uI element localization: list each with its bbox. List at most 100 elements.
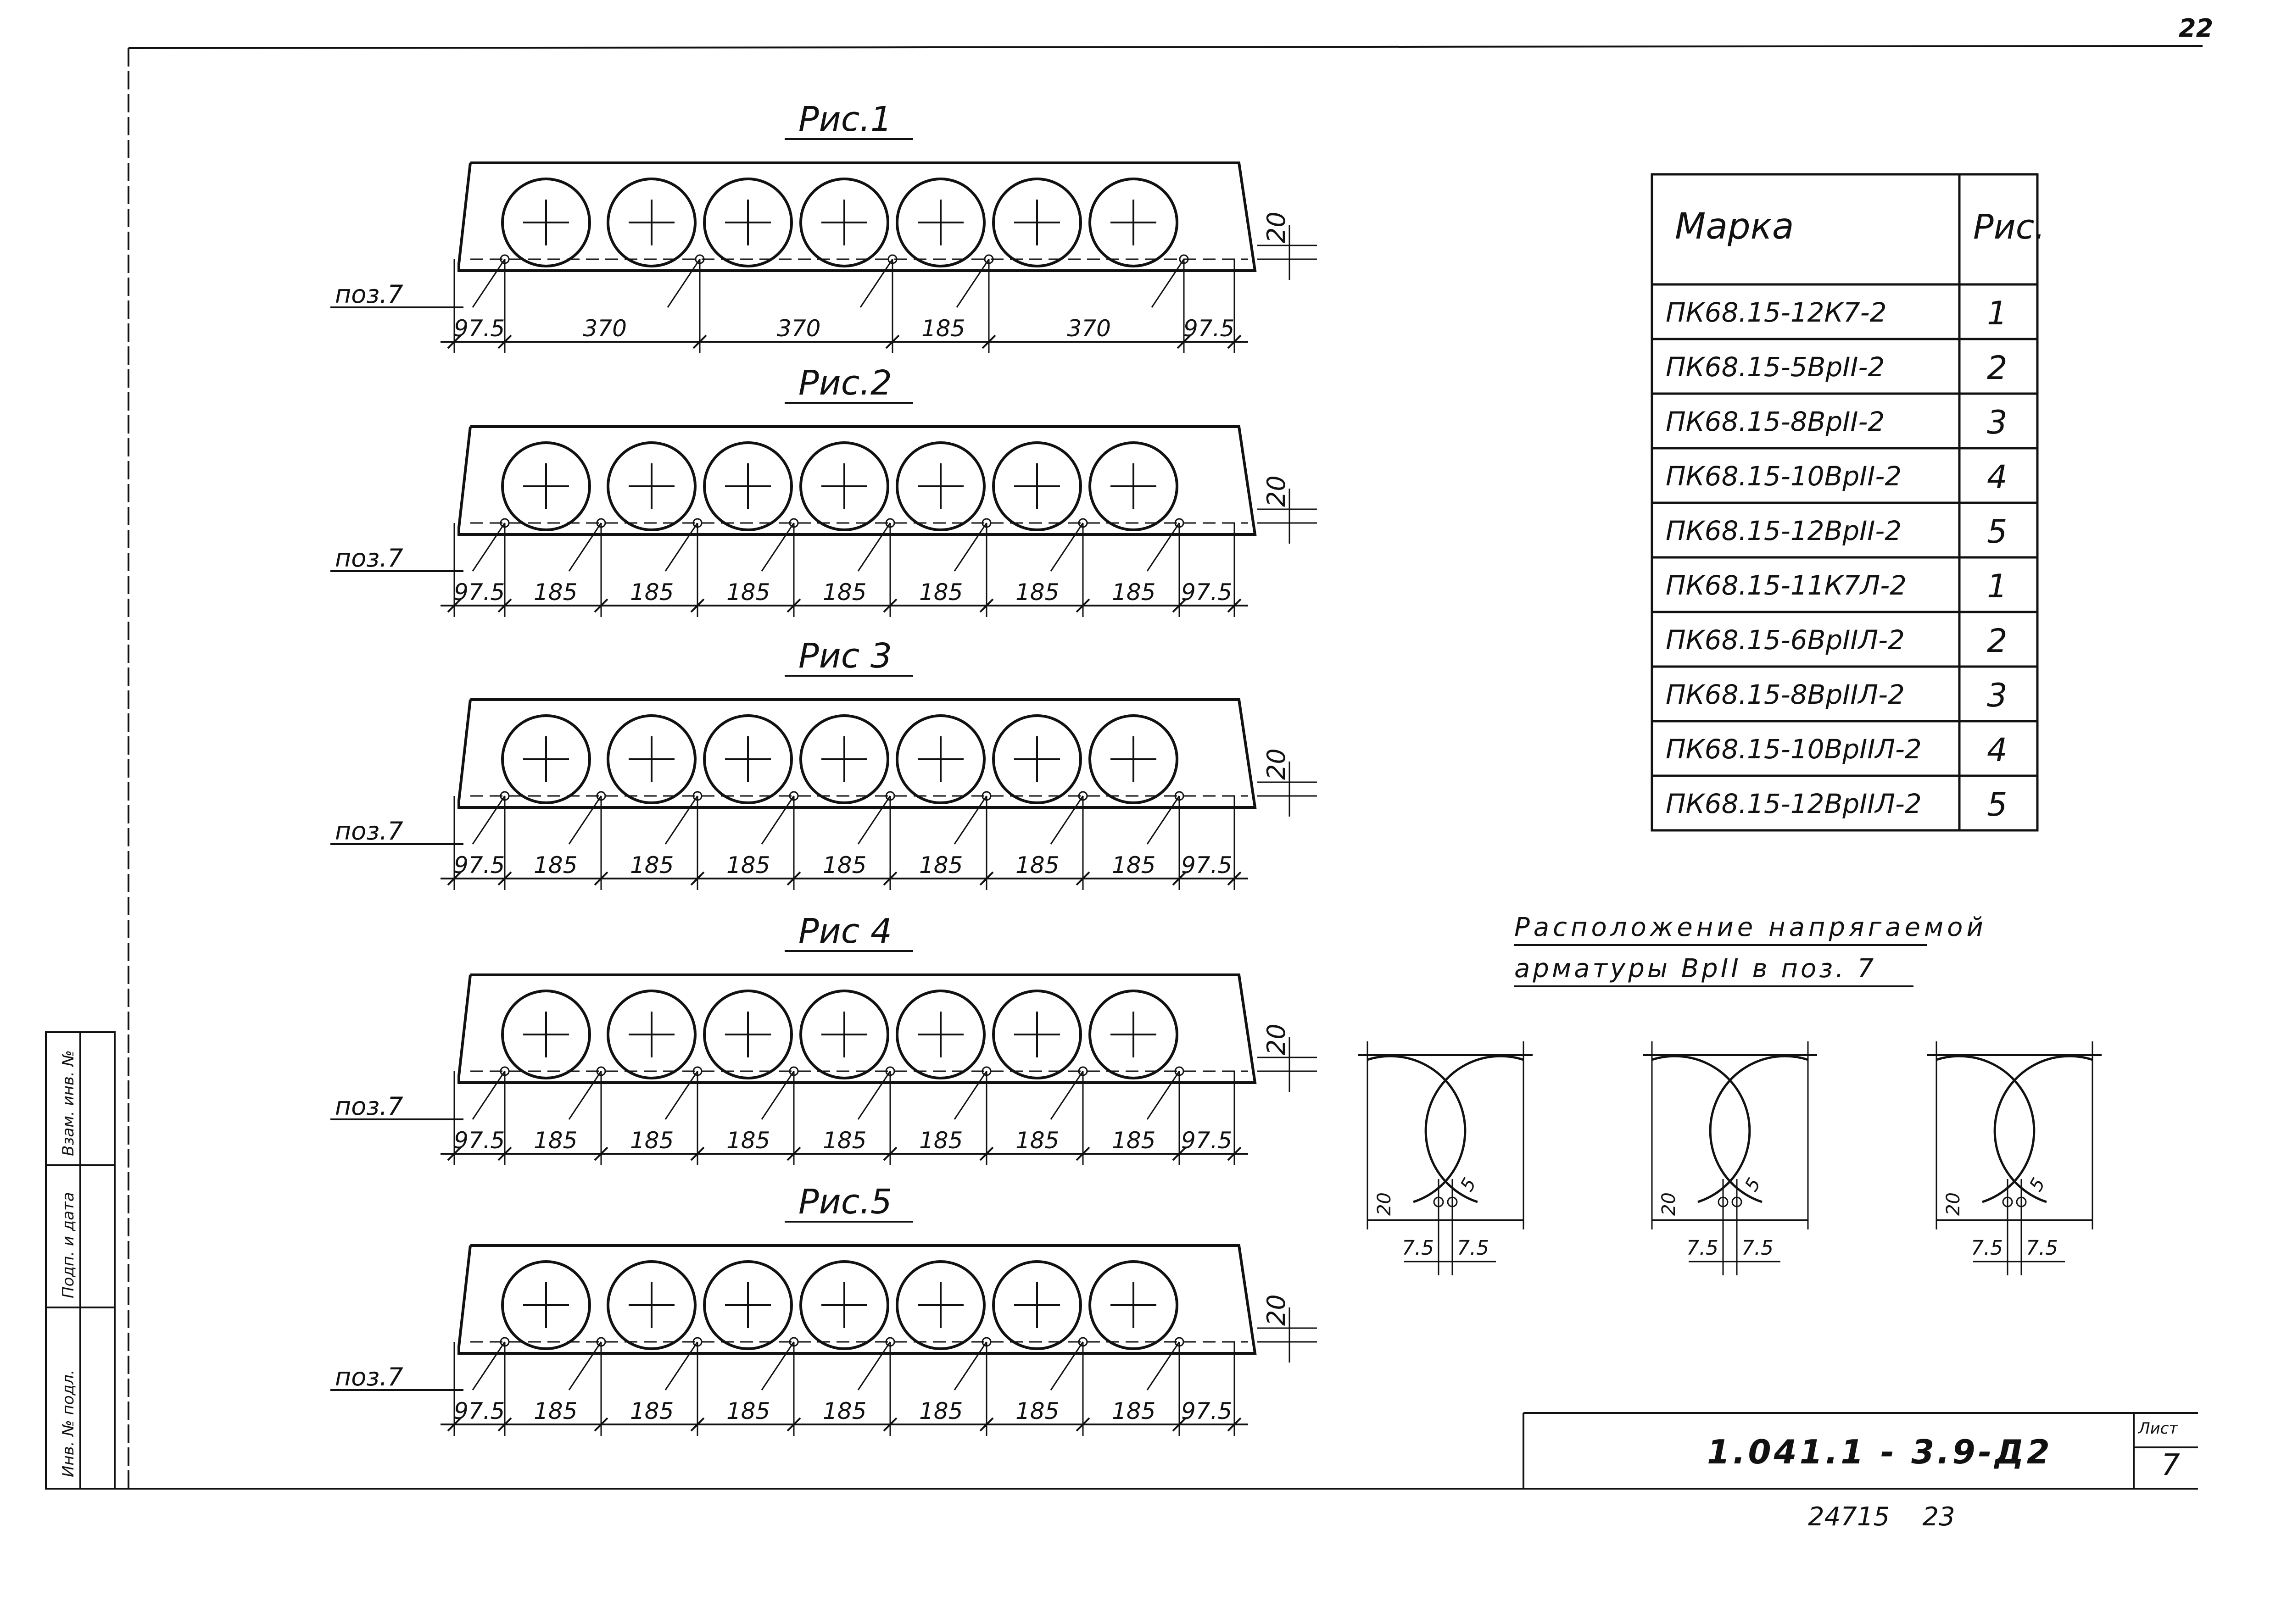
dim-tick-mark xyxy=(1172,1146,1187,1161)
void-circle xyxy=(992,1260,1082,1350)
strand-mark xyxy=(1174,518,1184,528)
dim-value: 185 xyxy=(534,1398,577,1424)
dim-value: 185 xyxy=(630,1398,674,1424)
dim-tick-mark xyxy=(497,1146,512,1161)
void-arc-left xyxy=(1936,1055,2036,1203)
strand-mark xyxy=(1174,1066,1184,1076)
stamp-label-1: Инв. № подл. xyxy=(59,1369,78,1477)
strand-leader xyxy=(956,259,990,308)
dim-value: 97.5 xyxy=(454,1127,505,1154)
dim-tick-mark xyxy=(979,871,994,886)
dim-tick-mark xyxy=(982,334,996,349)
strand-leader xyxy=(1050,795,1084,845)
dim-value: 185 xyxy=(823,1127,866,1154)
strand-leader xyxy=(664,1071,698,1120)
dim-tick-mark xyxy=(690,598,705,613)
void-circle xyxy=(501,714,591,804)
dim-tick-mark xyxy=(1172,598,1187,613)
dim-tick-mark xyxy=(787,1146,801,1161)
dim-tick-mark xyxy=(447,1146,462,1161)
dim-value: 185 xyxy=(919,1127,963,1154)
void-circle xyxy=(799,990,889,1079)
strand-mark xyxy=(789,1337,799,1347)
strand-mark xyxy=(500,254,510,264)
void-arc-right xyxy=(1424,1055,1524,1203)
dim-value: 370 xyxy=(1067,315,1111,342)
table-cell-mark: ПК68.15-12ВрIIЛ-2 xyxy=(1666,788,1922,819)
dim-tick-mark xyxy=(883,598,898,613)
dim-value: 97.5 xyxy=(1183,315,1234,342)
dim-value: 185 xyxy=(726,579,770,606)
strand-mark xyxy=(596,791,606,801)
figure-title: Рис.2 xyxy=(798,363,892,403)
table-header-fig: Рис. xyxy=(1973,207,2045,247)
strand-mark xyxy=(789,1066,799,1076)
strand-leader xyxy=(568,1071,602,1120)
dim-value: 185 xyxy=(919,852,963,879)
dim-tick-mark xyxy=(1076,1417,1090,1432)
dim-value: 97.5 xyxy=(1181,852,1232,879)
strand-leader xyxy=(568,795,602,845)
strand-mark xyxy=(500,518,510,528)
dim-tick-mark xyxy=(1172,871,1187,886)
table-cell-mark: ПК68.15-5ВрII-2 xyxy=(1666,351,1885,383)
details-title-2: арматуры ВрII в поз. 7 xyxy=(1514,954,1876,984)
strand-mark xyxy=(1179,254,1189,264)
dim-value: 185 xyxy=(919,579,963,606)
position-label: поз.7 xyxy=(335,817,403,845)
dim-value: 185 xyxy=(1015,579,1059,606)
strand-leader xyxy=(857,795,891,845)
strand-mark xyxy=(1174,1337,1184,1347)
sheet-label: Лист xyxy=(2137,1419,2178,1438)
void-circle xyxy=(799,1260,889,1350)
dim-value: 185 xyxy=(726,1398,770,1424)
void-circle xyxy=(501,441,591,531)
strand-leader xyxy=(664,795,698,845)
void-circle xyxy=(607,441,697,531)
detail-dim-left: 7.5 xyxy=(1402,1236,1434,1260)
void-circle xyxy=(607,178,697,267)
strand-mark xyxy=(1078,1066,1088,1076)
void-circle xyxy=(992,441,1082,531)
position-label: поз.7 xyxy=(335,544,403,573)
table-cell-mark: ПК68.15-6ВрIIЛ-2 xyxy=(1666,624,1905,656)
void-circle xyxy=(992,990,1082,1079)
strand-leader xyxy=(1146,1341,1180,1390)
strand-mark xyxy=(984,254,994,264)
dim-tick-mark xyxy=(979,1146,994,1161)
void-circle xyxy=(896,178,986,267)
dim-value: 185 xyxy=(823,852,866,879)
void-arc-right xyxy=(1993,1055,2093,1203)
void-circle xyxy=(896,990,986,1079)
table-cell-fig: 1 xyxy=(1987,295,2008,332)
strand-mark xyxy=(885,791,895,801)
figure-title: Рис 4 xyxy=(798,912,892,951)
stamp-label-3: Взам. инв. № xyxy=(59,1050,78,1156)
void-circle xyxy=(799,714,889,804)
side-dim-label: 20 xyxy=(1262,475,1291,507)
dim-tick-mark xyxy=(690,1146,705,1161)
strand-leader xyxy=(472,795,506,845)
dim-tick-mark xyxy=(447,1417,462,1432)
stamp-label-2: Подп. и дата xyxy=(59,1192,78,1298)
void-circle xyxy=(1088,178,1178,267)
detail-dim-pitch: 5 xyxy=(1741,1174,1765,1195)
dim-tick-mark xyxy=(1076,871,1090,886)
dim-value: 97.5 xyxy=(454,1398,505,1424)
strand-leader xyxy=(954,1341,987,1390)
dim-value: 185 xyxy=(921,315,965,342)
dim-value: 185 xyxy=(726,852,770,879)
dim-value: 185 xyxy=(726,1127,770,1154)
void-circle xyxy=(703,441,793,531)
void-circle xyxy=(992,178,1082,267)
side-dim-label: 20 xyxy=(1262,211,1291,243)
strand-leader xyxy=(1050,1071,1084,1120)
table-cell-mark: ПК68.15-8ВрIIЛ-2 xyxy=(1666,679,1905,710)
strand-mark xyxy=(692,1337,703,1347)
